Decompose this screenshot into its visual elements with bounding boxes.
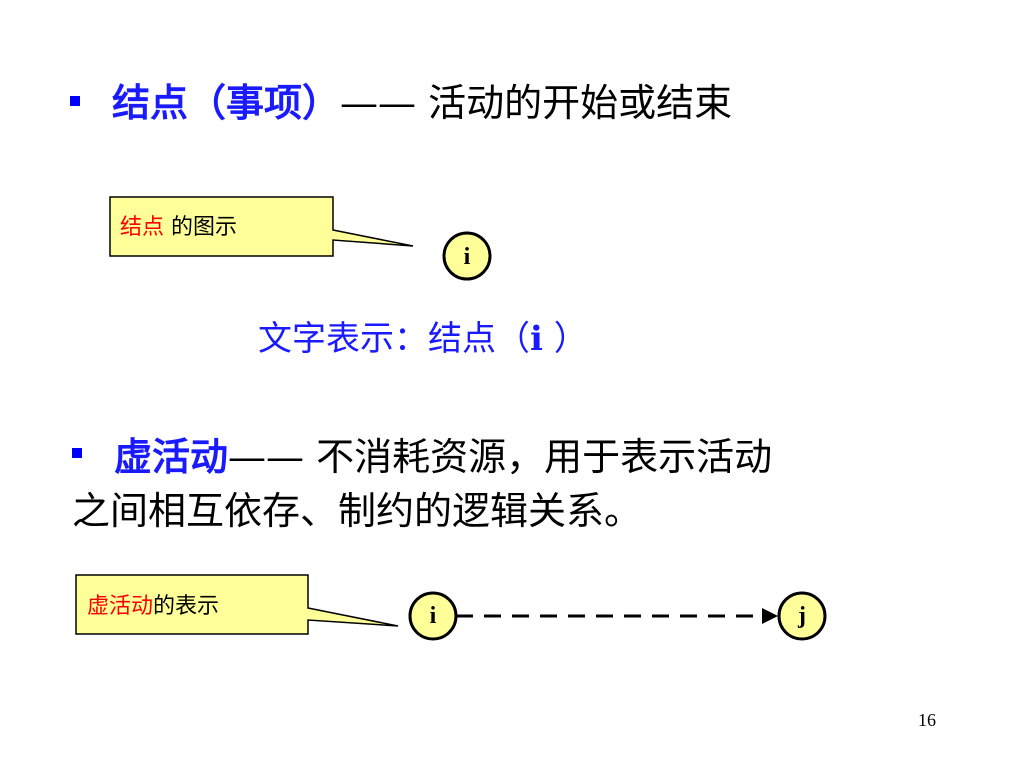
node-callout-box (109, 196, 414, 257)
node-callout-text: 结点 的图示 (120, 209, 237, 241)
end-node-circle (777, 591, 827, 641)
node-callout-highlight: 结点 (120, 215, 165, 240)
dummy-activity-callout-text: 虚活动的表示 (87, 588, 219, 620)
dummy-activity-callout-rest: 的表示 (153, 594, 220, 619)
dummy-activity-callout-box (75, 574, 399, 635)
bullet-marker (72, 448, 82, 458)
text-representation-prefix: 文字表示：结点（ (258, 319, 530, 359)
dummy-activity-callout-highlight: 虚活动 (87, 594, 154, 619)
dummy-activity-description-2: 之间相互依存、制约的逻辑关系。 (72, 489, 643, 533)
node-callout-rest: 的图示 (164, 215, 238, 240)
node-i-circle (442, 231, 492, 281)
node-description: 活动的开始或结束 (416, 81, 733, 125)
dummy-activity-description-1: 不消耗资源，用于表示活动 (304, 435, 773, 479)
start-node-label: i (429, 603, 437, 629)
start-node-circle (408, 591, 458, 641)
node-i-label: i (463, 244, 471, 270)
text-representation-suffix: ） (542, 319, 588, 359)
node-definition: 结点（事项）—— 活动的开始或结束 (112, 80, 732, 126)
node-term: 结点（事项） (112, 80, 341, 125)
node-dash: —— (340, 81, 417, 125)
bullet-marker (70, 96, 80, 106)
text-representation: 文字表示：结点（i ） (258, 319, 588, 359)
dummy-activity-term: 虚活动 (114, 434, 229, 479)
page-number: 16 (918, 710, 936, 730)
end-node-label: j (798, 603, 806, 629)
arrowhead-icon (762, 608, 778, 624)
text-representation-node: i (530, 319, 543, 359)
dummy-activity-definition: 虚活动—— 不消耗资源，用于表示活动 之间相互依存、制约的逻辑关系。 (72, 430, 922, 538)
dummy-activity-line1: 虚活动—— 不消耗资源，用于表示活动 (72, 430, 922, 484)
dummy-activity-dash: —— (228, 435, 305, 479)
